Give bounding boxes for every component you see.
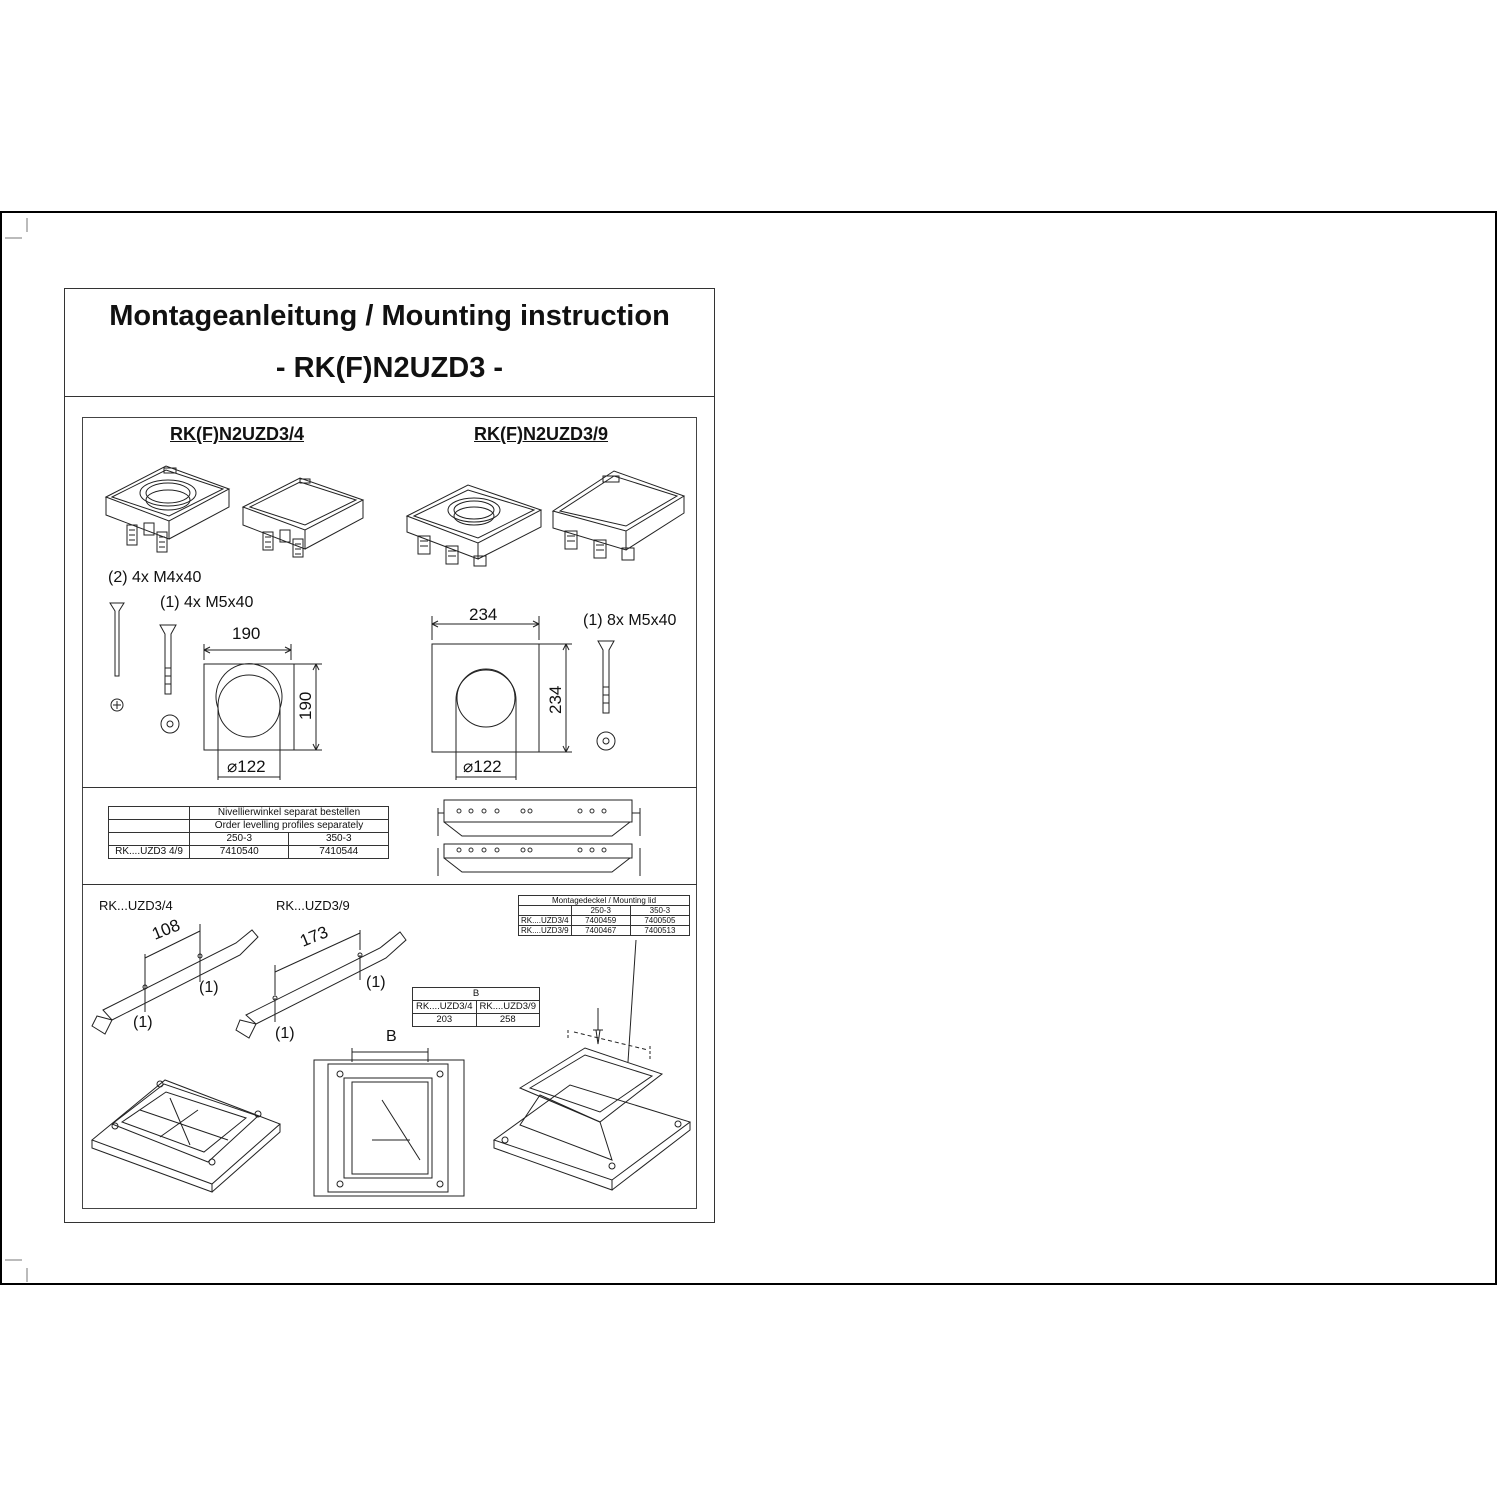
assembly-label-left: RK...UZD3/4 <box>99 898 173 913</box>
section-divider-1 <box>82 787 697 788</box>
floor-box-9-lid <box>551 470 686 561</box>
leveling-profiles-drawing <box>437 799 641 876</box>
screw-label-m4: (2) 4x M4x40 <box>108 569 202 586</box>
box-top-view <box>313 1048 465 1197</box>
dim-diameter-right: ⌀122 <box>463 757 502 776</box>
dim-width-right: 234 <box>469 605 498 624</box>
page-title: Montageanleitung / Mounting instruction <box>109 300 670 332</box>
model-heading-left: RK(F)N2UZD3/4 <box>170 424 305 444</box>
b-table-v2: 258 <box>475 1013 540 1027</box>
screw-m5x40-right <box>596 640 616 751</box>
title-divider <box>64 396 715 397</box>
callout-1b: (1) <box>133 1014 153 1031</box>
screw-m5x40-left <box>159 624 180 734</box>
leveling-profile-table: Nivellierwinkel separat bestellen Order … <box>108 806 389 859</box>
leveling-value-250: 7410540 <box>188 845 290 859</box>
screw-label-m5-right: (1) 8x M5x40 <box>583 612 677 629</box>
leveling-row-label: RK....UZD3 4/9 <box>108 845 190 859</box>
callout-1d: (1) <box>275 1025 295 1042</box>
section-divider-2 <box>82 884 697 885</box>
lid-assembly-perspective <box>492 939 692 1191</box>
b-dimension-label: B <box>386 1028 397 1045</box>
b-table-v1: 203 <box>412 1013 477 1027</box>
model-heading-right: RK(F)N2UZD3/9 <box>474 424 609 444</box>
instruction-frame <box>64 288 715 1223</box>
leveling-value-350: 7410544 <box>288 845 389 859</box>
dim-diameter-left: ⌀122 <box>227 757 266 776</box>
content-panel <box>82 417 697 1209</box>
assembled-box-perspective <box>91 1079 281 1193</box>
lid-row2-v2: 7400513 <box>629 925 691 936</box>
cutout-drawing-left <box>203 644 322 780</box>
screw-m4x40 <box>109 602 125 712</box>
callout-1c: (1) <box>366 974 386 991</box>
page-subtitle: - RK(F)N2UZD3 - <box>275 352 504 384</box>
floor-box-4-with-ring <box>104 465 231 553</box>
leveling-rail-right <box>235 930 407 1039</box>
floor-box-9-with-ring <box>405 484 543 567</box>
screw-label-m5-left: (1) 4x M5x40 <box>160 594 254 611</box>
assembly-label-right: RK...UZD3/9 <box>276 898 350 913</box>
dim-width-left: 190 <box>232 624 261 643</box>
cutout-drawing-right <box>431 616 572 780</box>
callout-1a: (1) <box>199 979 219 996</box>
floor-box-4-lid <box>241 477 365 558</box>
crop-marks <box>5 218 28 1282</box>
leveling-rail-left <box>91 924 259 1035</box>
drawing-sheet-border <box>0 211 1497 1285</box>
